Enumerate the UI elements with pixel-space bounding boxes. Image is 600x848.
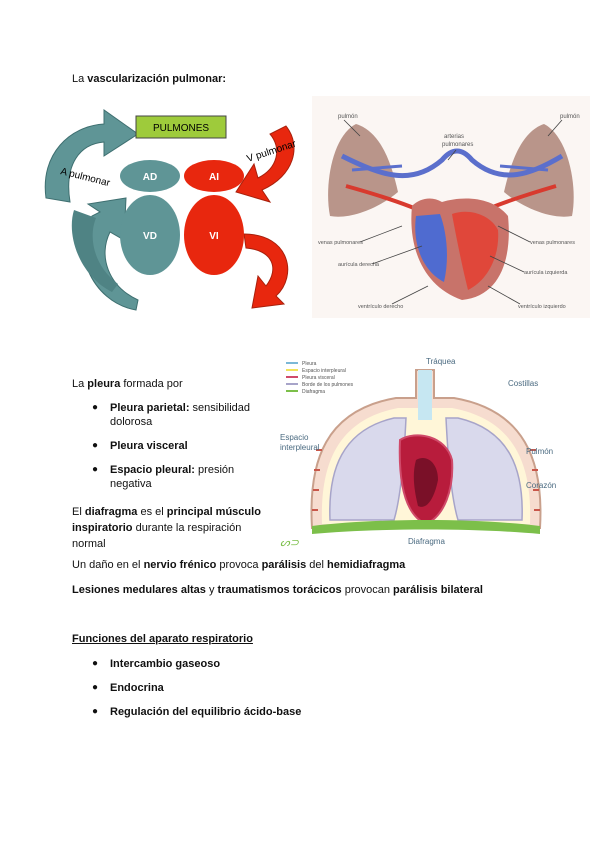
ai-chamber bbox=[184, 160, 244, 192]
svg-text:Corazón: Corazón bbox=[526, 481, 556, 490]
vasc-heading: La vascularización pulmonar: bbox=[72, 72, 226, 86]
vi-chamber bbox=[184, 195, 244, 275]
ai-label: AI bbox=[209, 172, 219, 183]
pleura-illustration: Pleura Espacio interpleural Pleura visce… bbox=[280, 357, 556, 548]
pulmones-box bbox=[135, 115, 227, 139]
svg-text:venas pulmonares: venas pulmonares bbox=[530, 240, 575, 246]
svg-text:Costillas: Costillas bbox=[508, 379, 538, 388]
svg-text:ventrículo izquierdo: ventrículo izquierdo bbox=[518, 304, 566, 310]
circulation-diagram: PULMONES AD AI VD VI A pulmonar V pulmon… bbox=[44, 109, 298, 311]
svg-text:venas pulmonares: venas pulmonares bbox=[318, 240, 363, 246]
list-item: ●Intercambio gaseoso bbox=[92, 658, 221, 670]
teal-arrow-inner bbox=[71, 210, 118, 292]
svg-text:Pleura visceral: Pleura visceral bbox=[302, 375, 335, 381]
pleura-intro: La pleura formada por bbox=[72, 378, 183, 390]
pulmones-label: PULMONES bbox=[153, 123, 209, 134]
vd-label: VD bbox=[143, 231, 157, 242]
red-arrow-bottom bbox=[243, 233, 289, 309]
svg-text:Diafragma: Diafragma bbox=[408, 537, 445, 546]
svg-text:Pulmón: Pulmón bbox=[526, 447, 553, 456]
teal-arrow-top bbox=[44, 109, 139, 203]
lesiones-paragraph: Lesiones medulares altas y traumatismos … bbox=[72, 584, 483, 596]
list-item: ●Regulación del equilibrio ácido-base bbox=[92, 706, 302, 718]
list-item: ●Endocrina bbox=[92, 682, 164, 694]
vi-label: VI bbox=[209, 231, 219, 242]
svg-text:aurícula derecha: aurícula derecha bbox=[338, 262, 380, 268]
funciones-title: Funciones del aparato respiratorio bbox=[72, 633, 253, 645]
pleura-list: ●Pleura parietal: sensibilidad dolorosa … bbox=[72, 401, 272, 491]
vasc-intro-bold: vascularización pulmonar: bbox=[87, 73, 227, 85]
svg-text:Borde de los pulmones: Borde de los pulmones bbox=[302, 382, 354, 388]
diaphragm-shape bbox=[312, 520, 540, 534]
diafragma-paragraph: El diafragma es el principal músculo ins… bbox=[72, 506, 261, 550]
svg-text:pulmonares: pulmonares bbox=[442, 142, 473, 148]
svg-text:Espacio interpleural: Espacio interpleural bbox=[302, 368, 346, 374]
svg-text:interpleural: interpleural bbox=[280, 443, 320, 452]
vd-chamber bbox=[120, 195, 180, 275]
logo-mark: ᔕ⊃ bbox=[280, 537, 300, 548]
ad-chamber bbox=[120, 160, 180, 192]
svg-text:Espacio: Espacio bbox=[280, 433, 309, 442]
svg-text:pulmón: pulmón bbox=[560, 114, 580, 120]
red-arrow-top bbox=[235, 125, 295, 203]
vasc-intro-text: La bbox=[72, 73, 88, 85]
svg-text:Tráquea: Tráquea bbox=[426, 357, 456, 366]
svg-text:aurícula izquierda: aurícula izquierda bbox=[524, 270, 568, 276]
svg-text:ventrículo derecho: ventrículo derecho bbox=[358, 304, 403, 310]
list-item: ●Espacio pleural: presión negativa bbox=[92, 464, 235, 490]
list-item: ●Pleura visceral bbox=[92, 440, 188, 452]
heart-lungs-illustration: pulmón pulmón arterias pulmonares venas … bbox=[312, 96, 590, 318]
svg-text:Diafragma: Diafragma bbox=[302, 389, 325, 395]
frenico-paragraph: Un daño en el nervio frénico provoca par… bbox=[72, 559, 406, 571]
list-item: ●Pleura parietal: sensibilidad dolorosa bbox=[92, 402, 251, 428]
funciones-list: ●Intercambio gaseoso ●Endocrina ●Regulac… bbox=[72, 657, 372, 719]
ad-label: AD bbox=[143, 172, 157, 183]
svg-text:arterias: arterias bbox=[444, 134, 464, 140]
svg-text:Pleura: Pleura bbox=[302, 361, 317, 367]
svg-text:pulmón: pulmón bbox=[338, 114, 358, 120]
